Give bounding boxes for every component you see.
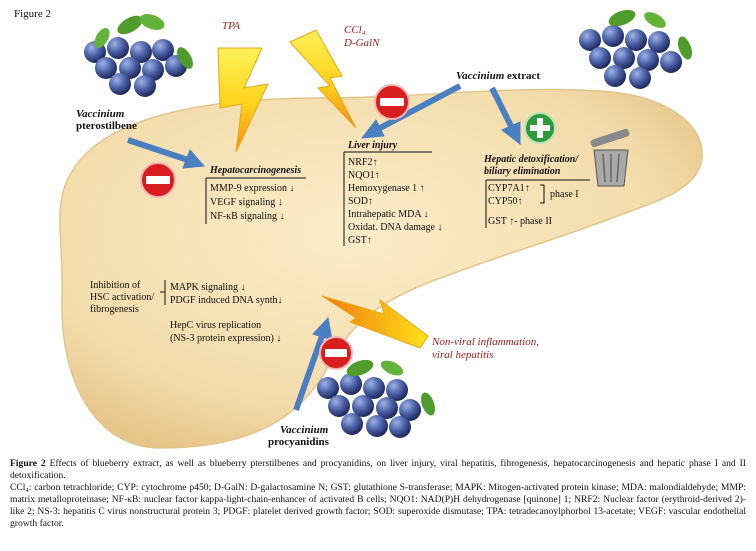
- figure-label: Figure 2: [14, 8, 51, 20]
- figure-caption: Figure 2 Effects of blueberry extract, a…: [10, 458, 746, 530]
- item-label: Oxidat. DNA damage: [348, 222, 435, 233]
- fibrogenesis-item: PDGF induced DNA synth↓: [170, 295, 283, 307]
- item-label: MAPK signaling: [170, 282, 239, 293]
- item-label: NQO1: [348, 170, 375, 181]
- bracket-lines: [160, 151, 590, 305]
- blueberry-cluster-top-left: [84, 14, 193, 97]
- up-arrow-icon: ↑: [366, 235, 372, 246]
- item-label: CYP7A1: [488, 183, 525, 194]
- detox-gst: GST ↑- phase II: [488, 216, 552, 228]
- liver-injury-item: Intrahepatic MDA ↓: [348, 209, 429, 221]
- ccl4-label: CCl₄: [344, 24, 366, 36]
- minus-icon-liver-injury: [374, 84, 410, 120]
- item-label: Hemoxygenase 1: [348, 183, 418, 194]
- up-arrow-icon: ↑: [517, 196, 523, 207]
- down-arrow-icon: ↓: [276, 333, 282, 344]
- up-arrow-icon: ↑: [372, 157, 378, 168]
- fibrogenesis-item: MAPK signaling ↓: [170, 282, 246, 294]
- hepc-line1: HepC virus replication: [170, 320, 262, 331]
- item-label: Intrahepatic MDA: [348, 209, 422, 220]
- tpa-label: TPA: [222, 20, 241, 32]
- detox-cyp7a1: CYP7A1↑: [488, 183, 530, 195]
- hepatocarcinogenesis-item: NF-κB signaling ↓: [210, 211, 285, 223]
- item-label: MMP-9 expression: [210, 183, 287, 194]
- up-arrow-icon: ↑: [368, 196, 374, 207]
- down-arrow-icon: ↓: [437, 222, 443, 233]
- up-arrow-icon: ↑: [374, 170, 380, 181]
- down-arrow-icon: ↓: [240, 282, 246, 293]
- ccl4-lightning-bolt: [289, 29, 357, 129]
- hepatocarcinogenesis-title: Hepatocarcinogenesis: [210, 165, 302, 176]
- blueberry-cluster-bottom: [317, 359, 435, 438]
- nonviral-label-line2: viral hepatitis: [432, 349, 494, 361]
- procyanidins-label: procyanidins: [268, 436, 329, 448]
- trash-can-icon: [590, 128, 630, 187]
- down-arrow-icon: ↓: [279, 211, 285, 222]
- hepc-line2: (NS-3 protein expression) ↓: [170, 333, 281, 345]
- item-label: (NS-3 protein expression): [170, 333, 274, 344]
- vaccinium-extract-word: extract: [507, 70, 541, 82]
- hepatocarcinogenesis-item: MMP-9 expression ↓: [210, 183, 294, 195]
- detox-phase1: phase I: [550, 189, 579, 200]
- item-label: CYP50: [488, 196, 518, 207]
- liver-injury-item: SOD↑: [348, 196, 373, 208]
- pterostilbene-label: pterostilbene: [76, 120, 137, 132]
- pterostilbene-arrow: [127, 137, 206, 169]
- fibrogenesis-label-line1: Inhibition of: [90, 280, 141, 291]
- minus-icon-hepatocarcinogenesis: [140, 162, 176, 198]
- detox-title-line2: biliary elimination: [484, 166, 561, 177]
- procyanidins-arrow: [293, 316, 333, 411]
- down-arrow-icon: ↓: [277, 295, 283, 306]
- liver-diagram: [59, 9, 703, 449]
- caption-lead: Figure 2: [10, 458, 46, 469]
- liver-injury-item: Hemoxygenase 1 ↑: [348, 183, 425, 195]
- extract-to-detox-arrow: [489, 86, 521, 146]
- blueberry-cluster-top-right: [579, 9, 692, 89]
- vaccinium-extract-genus: Vaccinium: [456, 70, 505, 82]
- hepatocarcinogenesis-item: VEGF signaling ↓: [210, 197, 283, 209]
- down-arrow-icon: ↓: [277, 197, 283, 208]
- liver-injury-item: NQO1↑: [348, 170, 380, 182]
- fibrogenesis-label-line2: HSC activation/: [90, 292, 155, 303]
- item-label: NRF2: [348, 157, 373, 168]
- caption-abbreviations: CCl₄: carbon tetrachloride; CYP: cytochr…: [10, 482, 746, 529]
- phase2-label: - phase II: [514, 216, 552, 227]
- dgaln-label: D-GalN: [344, 37, 380, 49]
- item-label: SOD: [348, 196, 369, 207]
- fibrogenesis-label-line3: fibrogenesis: [90, 304, 139, 315]
- nonviral-label-line1: Non-viral inflammation,: [432, 336, 539, 348]
- liver-injury-title: Liver injury: [348, 140, 398, 151]
- plus-icon-detoxification: [524, 112, 556, 144]
- up-arrow-icon: ↑: [509, 216, 515, 227]
- detox-cyp50: CYP50↑: [488, 196, 522, 208]
- vaccinium-extract-label: Vaccinium extract: [456, 70, 540, 82]
- pterostilbene-genus: Vaccinium: [76, 108, 125, 120]
- caption-text: Effects of blueberry extract, as well as…: [10, 458, 746, 481]
- liver-injury-item: Oxidat. DNA damage ↓: [348, 222, 442, 234]
- down-arrow-icon: ↓: [423, 209, 429, 220]
- item-label: PDGF induced DNA synth: [170, 295, 278, 306]
- liver-injury-item: NRF2↑: [348, 157, 377, 169]
- item-label: VEGF signaling: [210, 197, 276, 208]
- tpa-lightning-bolt: [217, 47, 269, 153]
- extract-to-liver-arrow: [360, 83, 462, 139]
- item-label: GST: [488, 216, 507, 227]
- item-label: GST: [348, 235, 367, 246]
- inflammation-lightning-bolt: [321, 295, 429, 349]
- detox-title-line1: Hepatic detoxification/: [484, 154, 579, 165]
- minus-icon-procyanidins: [319, 336, 353, 370]
- down-arrow-icon: ↓: [289, 183, 295, 194]
- liver-injury-item: GST↑: [348, 235, 372, 247]
- item-label: NF-κB signaling: [210, 211, 277, 222]
- up-arrow-icon: ↑: [524, 183, 530, 194]
- procyanidins-genus: Vaccinium: [280, 424, 329, 436]
- up-arrow-icon: ↑: [419, 183, 425, 194]
- caption-main: Figure 2 Effects of blueberry extract, a…: [10, 458, 746, 482]
